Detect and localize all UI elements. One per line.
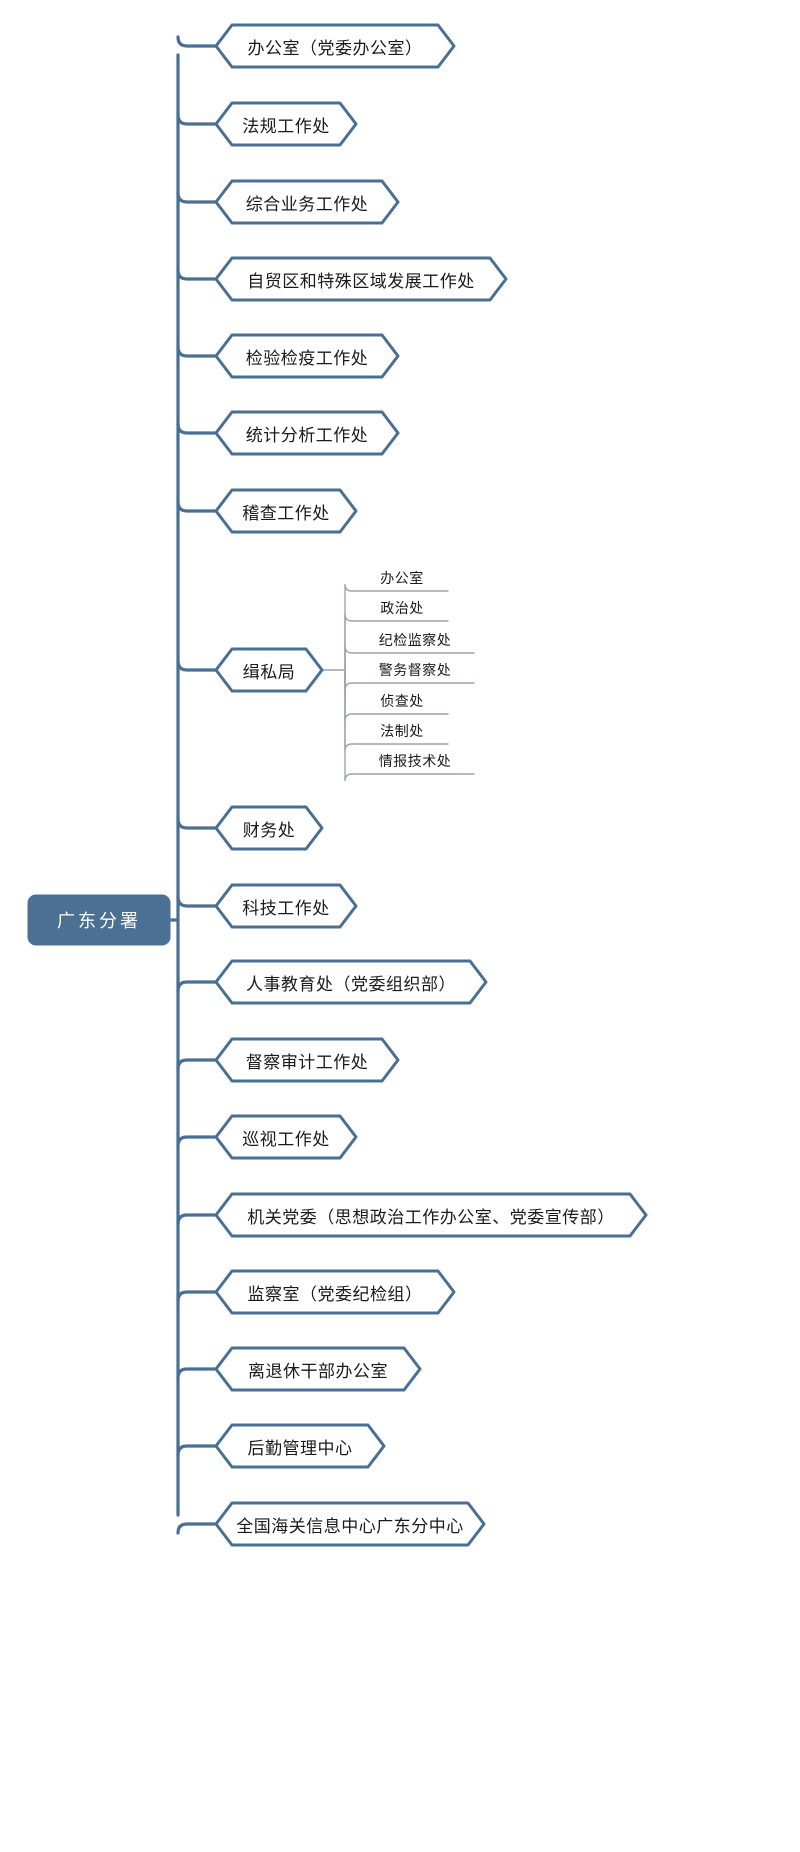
org-node-全国海关信息中心广东分中心[interactable]	[214, 1501, 486, 1547]
org-node-label-后勤管理中心: 后勤管理中心	[247, 1438, 353, 1458]
org-node-检验检疫工作处[interactable]	[214, 333, 400, 379]
org-node-label-人事教育处-党委组织部: 人事教育处（党委组织部）	[246, 974, 456, 994]
org-subnode-label-办公室[interactable]: 办公室	[380, 572, 424, 587]
org-node-离退休干部办公室[interactable]	[214, 1346, 422, 1392]
org-node-办公室-党委办公室[interactable]	[214, 23, 456, 69]
org-node-label-自贸区和特殊区域发展工作处: 自贸区和特殊区域发展工作处	[247, 271, 475, 291]
org-node-label-机关党委-思想政治工作办公室-党委宣传部: 机关党委（思想政治工作办公室、党委宣传部）	[247, 1207, 615, 1227]
org-node-稽查工作处[interactable]	[214, 488, 358, 534]
org-node-label-办公室-党委办公室: 办公室（党委办公室）	[247, 38, 423, 58]
org-node-label-离退休干部办公室: 离退休干部办公室	[248, 1361, 388, 1381]
org-node-label-财务处: 财务处	[242, 820, 296, 840]
org-node-label-稽查工作处: 稽查工作处	[242, 503, 330, 523]
org-subnode-label-侦查处[interactable]: 侦查处	[380, 695, 424, 710]
org-node-后勤管理中心[interactable]	[214, 1423, 386, 1469]
org-subnode-label-纪检监察处[interactable]: 纪检监察处	[378, 634, 452, 649]
org-node-label-督察审计工作处: 督察审计工作处	[245, 1052, 369, 1072]
org-node-label-综合业务工作处: 综合业务工作处	[245, 194, 369, 214]
org-node-监察室-党委纪检组[interactable]	[214, 1269, 456, 1315]
org-node-缉私局[interactable]	[214, 647, 324, 693]
org-node-label-检验检疫工作处: 检验检疫工作处	[245, 348, 369, 368]
org-subnode-label-政治处[interactable]: 政治处	[380, 602, 424, 617]
org-node-label-科技工作处: 科技工作处	[242, 898, 330, 918]
org-node-label-法规工作处: 法规工作处	[242, 116, 330, 136]
org-node-label-巡视工作处: 巡视工作处	[242, 1129, 330, 1149]
org-node-label-统计分析工作处: 统计分析工作处	[245, 425, 369, 445]
org-subnode-label-警务督察处[interactable]: 警务督察处	[378, 664, 452, 679]
org-node-人事教育处-党委组织部[interactable]	[214, 959, 488, 1005]
org-node-科技工作处[interactable]	[214, 883, 358, 929]
org-node-法规工作处[interactable]	[214, 101, 358, 147]
org-node-label-缉私局: 缉私局	[242, 662, 296, 682]
org-node-自贸区和特殊区域发展工作处[interactable]	[214, 256, 508, 302]
org-node-督察审计工作处[interactable]	[214, 1037, 400, 1083]
org-node-巡视工作处[interactable]	[214, 1114, 358, 1160]
org-root-label: 广东分署	[57, 911, 141, 931]
org-node-财务处[interactable]	[214, 805, 324, 851]
org-node-label-监察室-党委纪检组: 监察室（党委纪检组）	[247, 1284, 423, 1304]
org-subnode-label-法制处[interactable]: 法制处	[380, 725, 424, 740]
org-node-机关党委-思想政治工作办公室-党委宣传部[interactable]	[214, 1192, 648, 1238]
org-subnode-label-情报技术处[interactable]: 情报技术处	[378, 755, 452, 770]
org-root-node[interactable]	[27, 894, 171, 946]
org-node-统计分析工作处[interactable]	[214, 410, 400, 456]
org-node-综合业务工作处[interactable]	[214, 179, 400, 225]
org-node-label-全国海关信息中心广东分中心: 全国海关信息中心广东分中心	[236, 1516, 464, 1536]
